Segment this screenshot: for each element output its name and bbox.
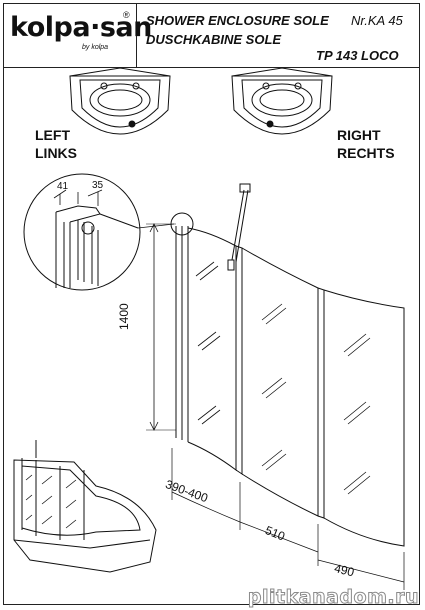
brand-tagline: by kolpa <box>82 44 109 51</box>
brand-logo: kolpa·san <box>10 12 152 43</box>
drawing-frame <box>3 3 420 605</box>
title-en: SHOWER ENCLOSURE SOLE <box>146 13 329 28</box>
model-code: TP 143 LOCO <box>316 48 399 63</box>
header-divider <box>3 67 420 68</box>
left-label: LEFT <box>35 127 70 143</box>
profile-dimension-b: 35 <box>92 180 104 191</box>
left-corner-bath-icon <box>69 67 171 135</box>
title-de: DUSCHKABINE SOLE <box>146 32 282 47</box>
profile-dimension-a: 41 <box>57 181 69 192</box>
height-dimension: 1400 <box>117 303 131 330</box>
watermark: plitkanadom.ru <box>247 586 419 609</box>
registered-mark: ® <box>123 10 130 20</box>
bath-preview-icon <box>13 440 157 573</box>
profile-detail-icon <box>23 173 141 291</box>
right-corner-bath-icon <box>231 67 333 135</box>
article-number: Nr.KA 45 <box>351 13 403 28</box>
left-label-de: LINKS <box>35 145 77 161</box>
right-label: RIGHT <box>337 127 381 143</box>
right-label-de: RECHTS <box>337 145 395 161</box>
header-separator <box>136 3 137 67</box>
